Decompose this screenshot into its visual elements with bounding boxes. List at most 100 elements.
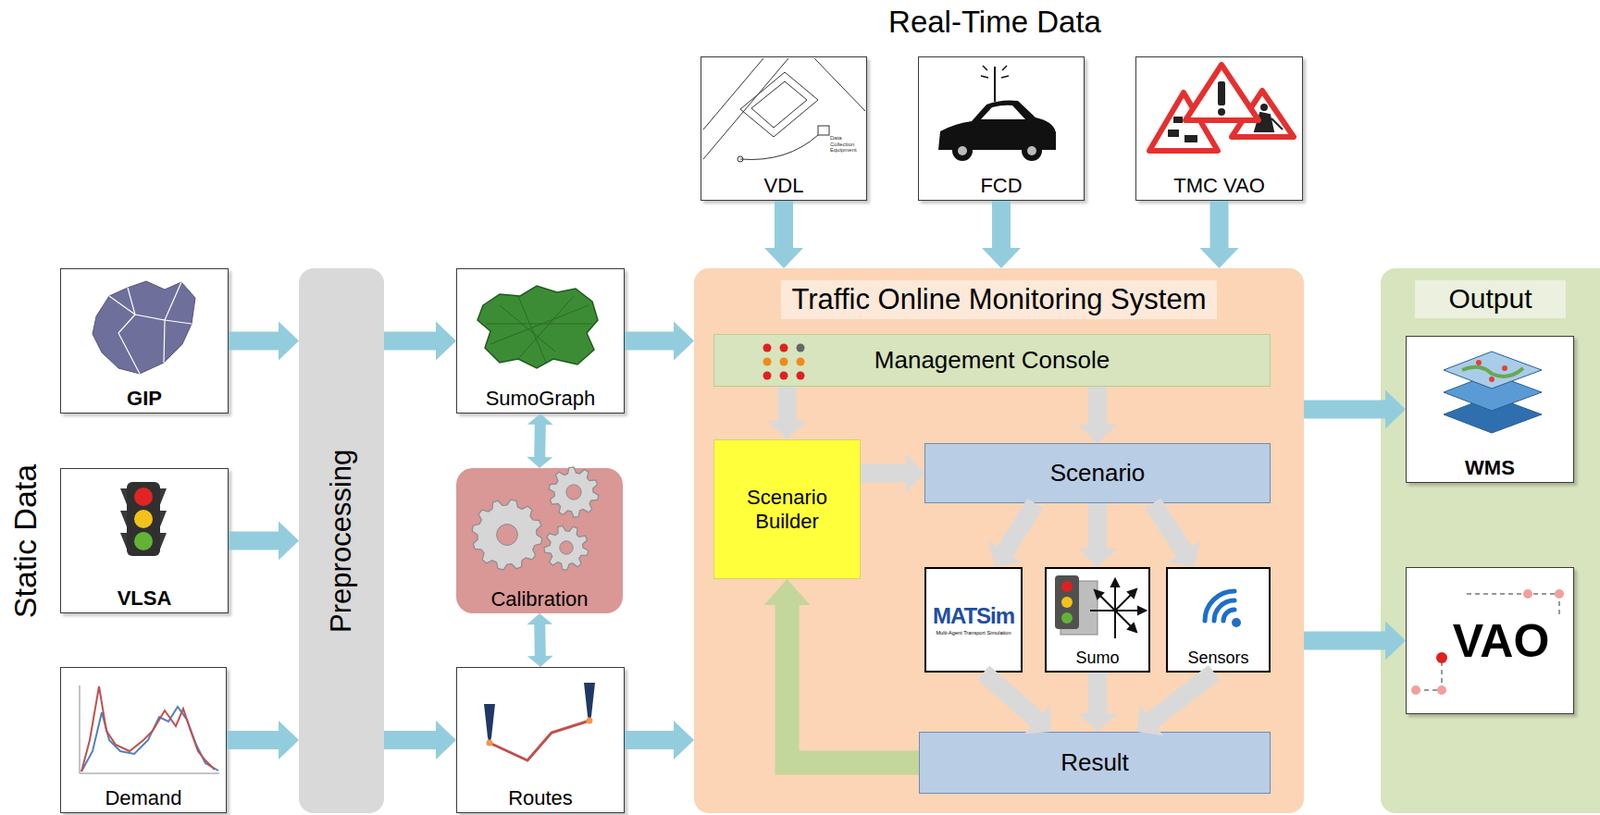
block-arrow [983,672,1052,735]
arrow-shaft [860,464,907,484]
arrow-head [1078,548,1117,568]
arrow-shaft [624,731,675,750]
arrow-shaft [1088,503,1107,550]
block-arrow [981,200,1021,269]
system-panel: Traffic Online Monitoring SystemManageme… [694,268,1304,814]
gear [544,525,589,571]
arrow-head [673,322,695,361]
node-label: TMC VAO [1173,173,1266,198]
arrow-head [526,613,553,625]
block-arrow [988,503,1035,568]
node-label: Scenario Builder [731,485,844,534]
vao-logo-icon [1411,589,1564,695]
arrow-head [905,454,925,494]
source-box: TMC VAO [1135,56,1303,201]
arrow-head [526,457,553,469]
arrow-shaft [778,386,797,422]
block-arrow [226,720,299,760]
source-box: FCD [917,56,1085,201]
warning-signs-icon [1149,64,1294,151]
section-heading: Real-Time Data [888,5,1102,39]
arrow-shaft [384,731,437,750]
wifi-icon [1204,591,1241,628]
arrow-shaft [1088,672,1107,715]
arrow-head [435,720,457,760]
arrow-shaft [992,200,1011,249]
block-arrow [1200,200,1240,269]
arrow-head [435,322,457,361]
source-box: VLSA [60,468,229,614]
arrow-shaft [533,623,546,658]
node-label: MATSim [932,603,1015,630]
tool-box: MATSimMulti-Agent Transport Simulation [924,567,1023,673]
arrow-shaft [1004,503,1035,553]
arrow-head [981,248,1021,269]
arrow-head [278,521,299,561]
node-label: Routes [508,786,573,810]
route-icon [483,682,596,761]
arrow-head [1137,705,1165,736]
arrow-head [1078,713,1117,732]
arrow-shaft [384,332,437,351]
arrow-shaft [624,332,675,351]
block-arrow [1078,672,1117,732]
arrow-shaft [228,332,280,351]
traffic-light-icon [120,482,167,557]
arrow-shaft [1303,632,1387,651]
arrow-head [527,656,554,668]
output-box: WMS [1405,335,1575,484]
source-box: VDL [700,56,868,201]
arrow-shaft [787,604,920,764]
block-arrow [384,720,457,760]
arrow-shaft [1151,672,1215,721]
console-dots-icon [763,344,806,381]
block-arrow [228,322,299,361]
node-label: Management Console [874,347,1110,375]
source-box: Demand [60,667,227,814]
arrow-shaft [774,200,794,249]
block-arrow [764,579,920,764]
block-arrow [1153,503,1201,568]
network-map-icon [477,285,598,369]
arrow-head [1385,621,1406,661]
node-subtitle: Multi-Agent Transport Simulation [935,630,1011,636]
console-box: Management Console [713,334,1271,387]
region-map-icon [92,281,196,374]
node-label: WMS [1464,456,1515,480]
tool-box: Sensors [1165,567,1271,673]
arrow-shaft [533,423,546,459]
node-label: Result [1060,749,1129,778]
arrow-shaft [228,532,280,551]
node-label: Sumo [1075,648,1119,669]
sumo-logo-icon [1054,575,1146,639]
arrow-head [764,248,804,269]
data-box: SumoGraph [456,268,625,414]
arrow-shaft [1303,400,1387,420]
block-arrow [384,322,457,361]
arrow-head [1078,424,1117,444]
node-label: Sensors [1187,648,1249,669]
node-label: Scenario [1050,459,1146,488]
section-heading: Static Data [8,464,43,619]
arrow-head [768,421,807,440]
arrow-shaft [983,672,1039,720]
map-layers-icon [1443,351,1542,434]
builder-box: Scenario Builder [713,439,861,580]
node-label: Preprocessing [324,448,359,633]
node-label: Calibration [490,587,588,611]
node-label: Demand [104,786,182,810]
arrow-head [1167,541,1201,568]
arrow-head [1385,390,1406,430]
scenario-box: Scenario [924,443,1271,504]
block-arrow [624,720,695,760]
demand-curve-icon [79,685,220,774]
arrow-head [1024,705,1052,735]
arrow-shaft [226,731,280,750]
block-arrow [768,386,807,440]
output-box: VAO [1405,567,1575,715]
arrow-head [527,413,554,425]
arrow-head [988,541,1022,568]
